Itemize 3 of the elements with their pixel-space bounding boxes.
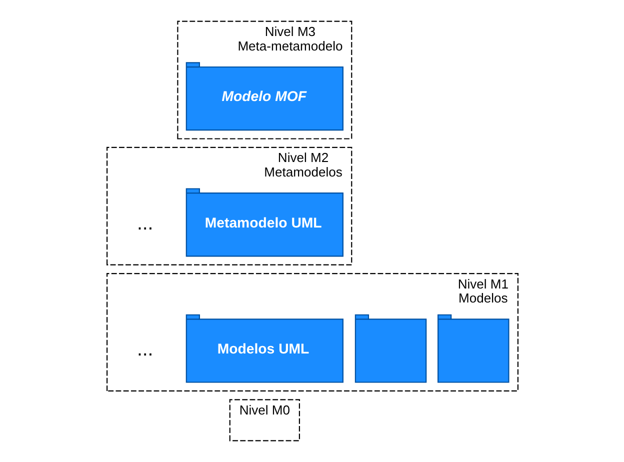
- label: ...: [136, 212, 153, 234]
- node-box: Nivel M0: [228, 399, 300, 442]
- label: ...: [136, 338, 153, 361]
